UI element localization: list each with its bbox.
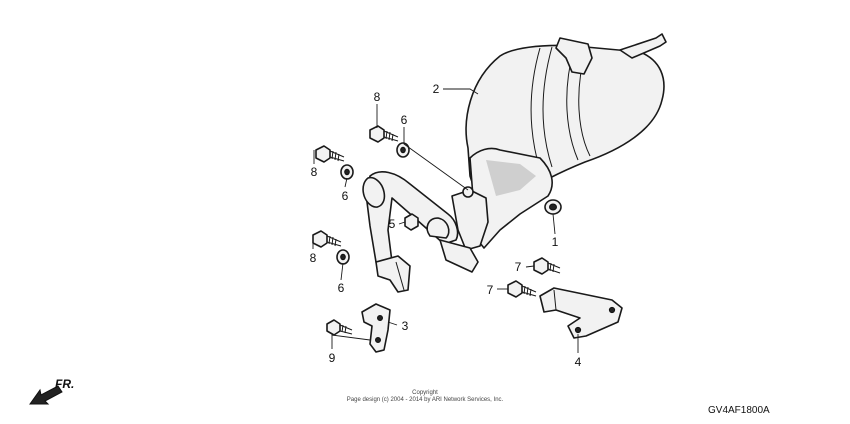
- callout-2: 2: [433, 82, 440, 96]
- diagram-code: GV4AF1800A: [708, 405, 770, 416]
- callout-labels: 1 2 3 4 5 6 6 6 7 7 8 8 8 9: [310, 82, 582, 369]
- bolt[interactable]: [507, 280, 537, 298]
- callout-9: 9: [329, 351, 336, 365]
- callout-4: 4: [575, 355, 582, 369]
- front-indicator: FR.: [29, 377, 74, 405]
- copyright-line-2: Page design (c) 2004 - 2014 by ARI Netwo…: [347, 397, 504, 403]
- callout-1: 1: [552, 235, 559, 249]
- callout-3: 3: [402, 319, 409, 333]
- stay[interactable]: [539, 287, 623, 339]
- callout-8: 8: [310, 251, 317, 265]
- leader-lines: [312, 88, 579, 353]
- callout-8: 8: [311, 165, 318, 179]
- exhaust-pipe[interactable]: [362, 171, 479, 293]
- bracket[interactable]: [361, 303, 391, 353]
- nut[interactable]: [404, 213, 419, 231]
- callout-7: 7: [515, 260, 522, 274]
- washer[interactable]: [396, 142, 410, 158]
- bolt[interactable]: [369, 125, 399, 143]
- copyright-line-1: Copyright: [412, 390, 438, 396]
- bolt[interactable]: [533, 257, 561, 275]
- washer[interactable]: [336, 249, 350, 265]
- bolt[interactable]: [326, 319, 353, 336]
- arrow-left-down-icon: [29, 385, 63, 405]
- gasket[interactable]: [544, 199, 562, 215]
- muffler-body[interactable]: [451, 33, 667, 251]
- washer[interactable]: [340, 164, 354, 180]
- callout-6: 6: [338, 281, 345, 295]
- bolt[interactable]: [312, 230, 342, 248]
- callout-5: 5: [389, 217, 396, 231]
- callout-8: 8: [374, 90, 381, 104]
- callout-6: 6: [342, 189, 349, 203]
- bolt[interactable]: [315, 145, 345, 163]
- callout-6: 6: [401, 113, 408, 127]
- callout-7: 7: [487, 283, 494, 297]
- front-label: FR.: [55, 377, 74, 391]
